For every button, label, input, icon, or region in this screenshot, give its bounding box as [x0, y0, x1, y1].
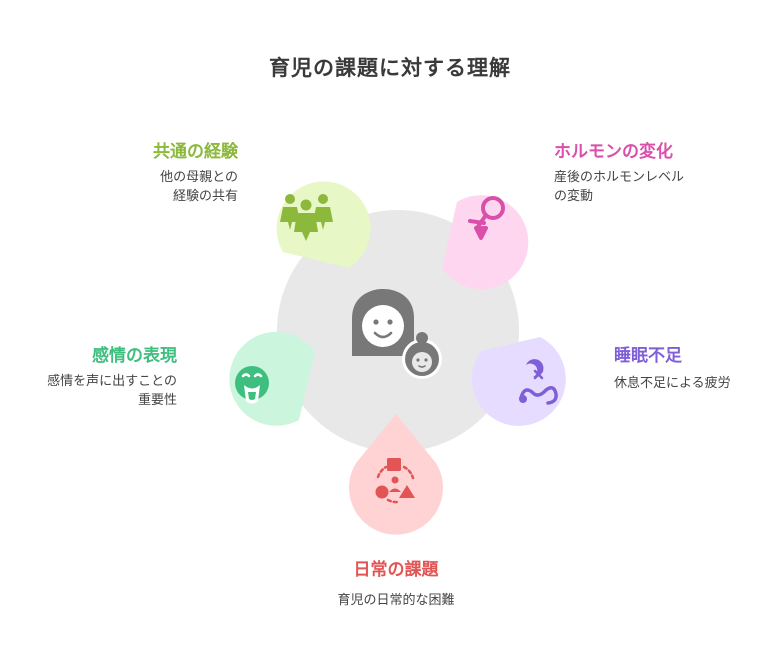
shapes-person-icon	[375, 458, 415, 504]
page-title: 育児の課題に対する理解	[269, 56, 511, 80]
sleep-icon	[519, 359, 558, 405]
desc-daily-challenges: 育児の日常的な困難	[337, 593, 455, 608]
label-sleep-deprivation: 睡眠不足	[614, 346, 682, 366]
label-daily-challenges: 日常の課題	[353, 560, 439, 580]
petal-hormone-changes	[442, 195, 529, 290]
desc-hormone-changes: 産後のホルモンレベル の変動	[554, 170, 685, 204]
label-emotional-expression: 感情の表現	[92, 346, 177, 366]
desc-sleep-deprivation: 休息不足による疲労	[614, 376, 731, 391]
petal-sleep-deprivation	[471, 337, 566, 426]
desc-shared-experience: 他の母親との 経験の共有	[160, 170, 238, 204]
desc-emotional-expression: 感情を声に出すことの 重要性	[47, 374, 177, 408]
group-of-people-icon	[280, 194, 333, 241]
label-hormone-changes: ホルモンの変化	[554, 142, 673, 162]
female-symbol-icon	[468, 196, 505, 240]
mother-and-baby-icon	[352, 289, 442, 379]
label-shared-experience: 共通の経験	[153, 142, 238, 162]
talking-face-icon	[235, 366, 269, 404]
petal-daily-challenges	[349, 414, 443, 535]
